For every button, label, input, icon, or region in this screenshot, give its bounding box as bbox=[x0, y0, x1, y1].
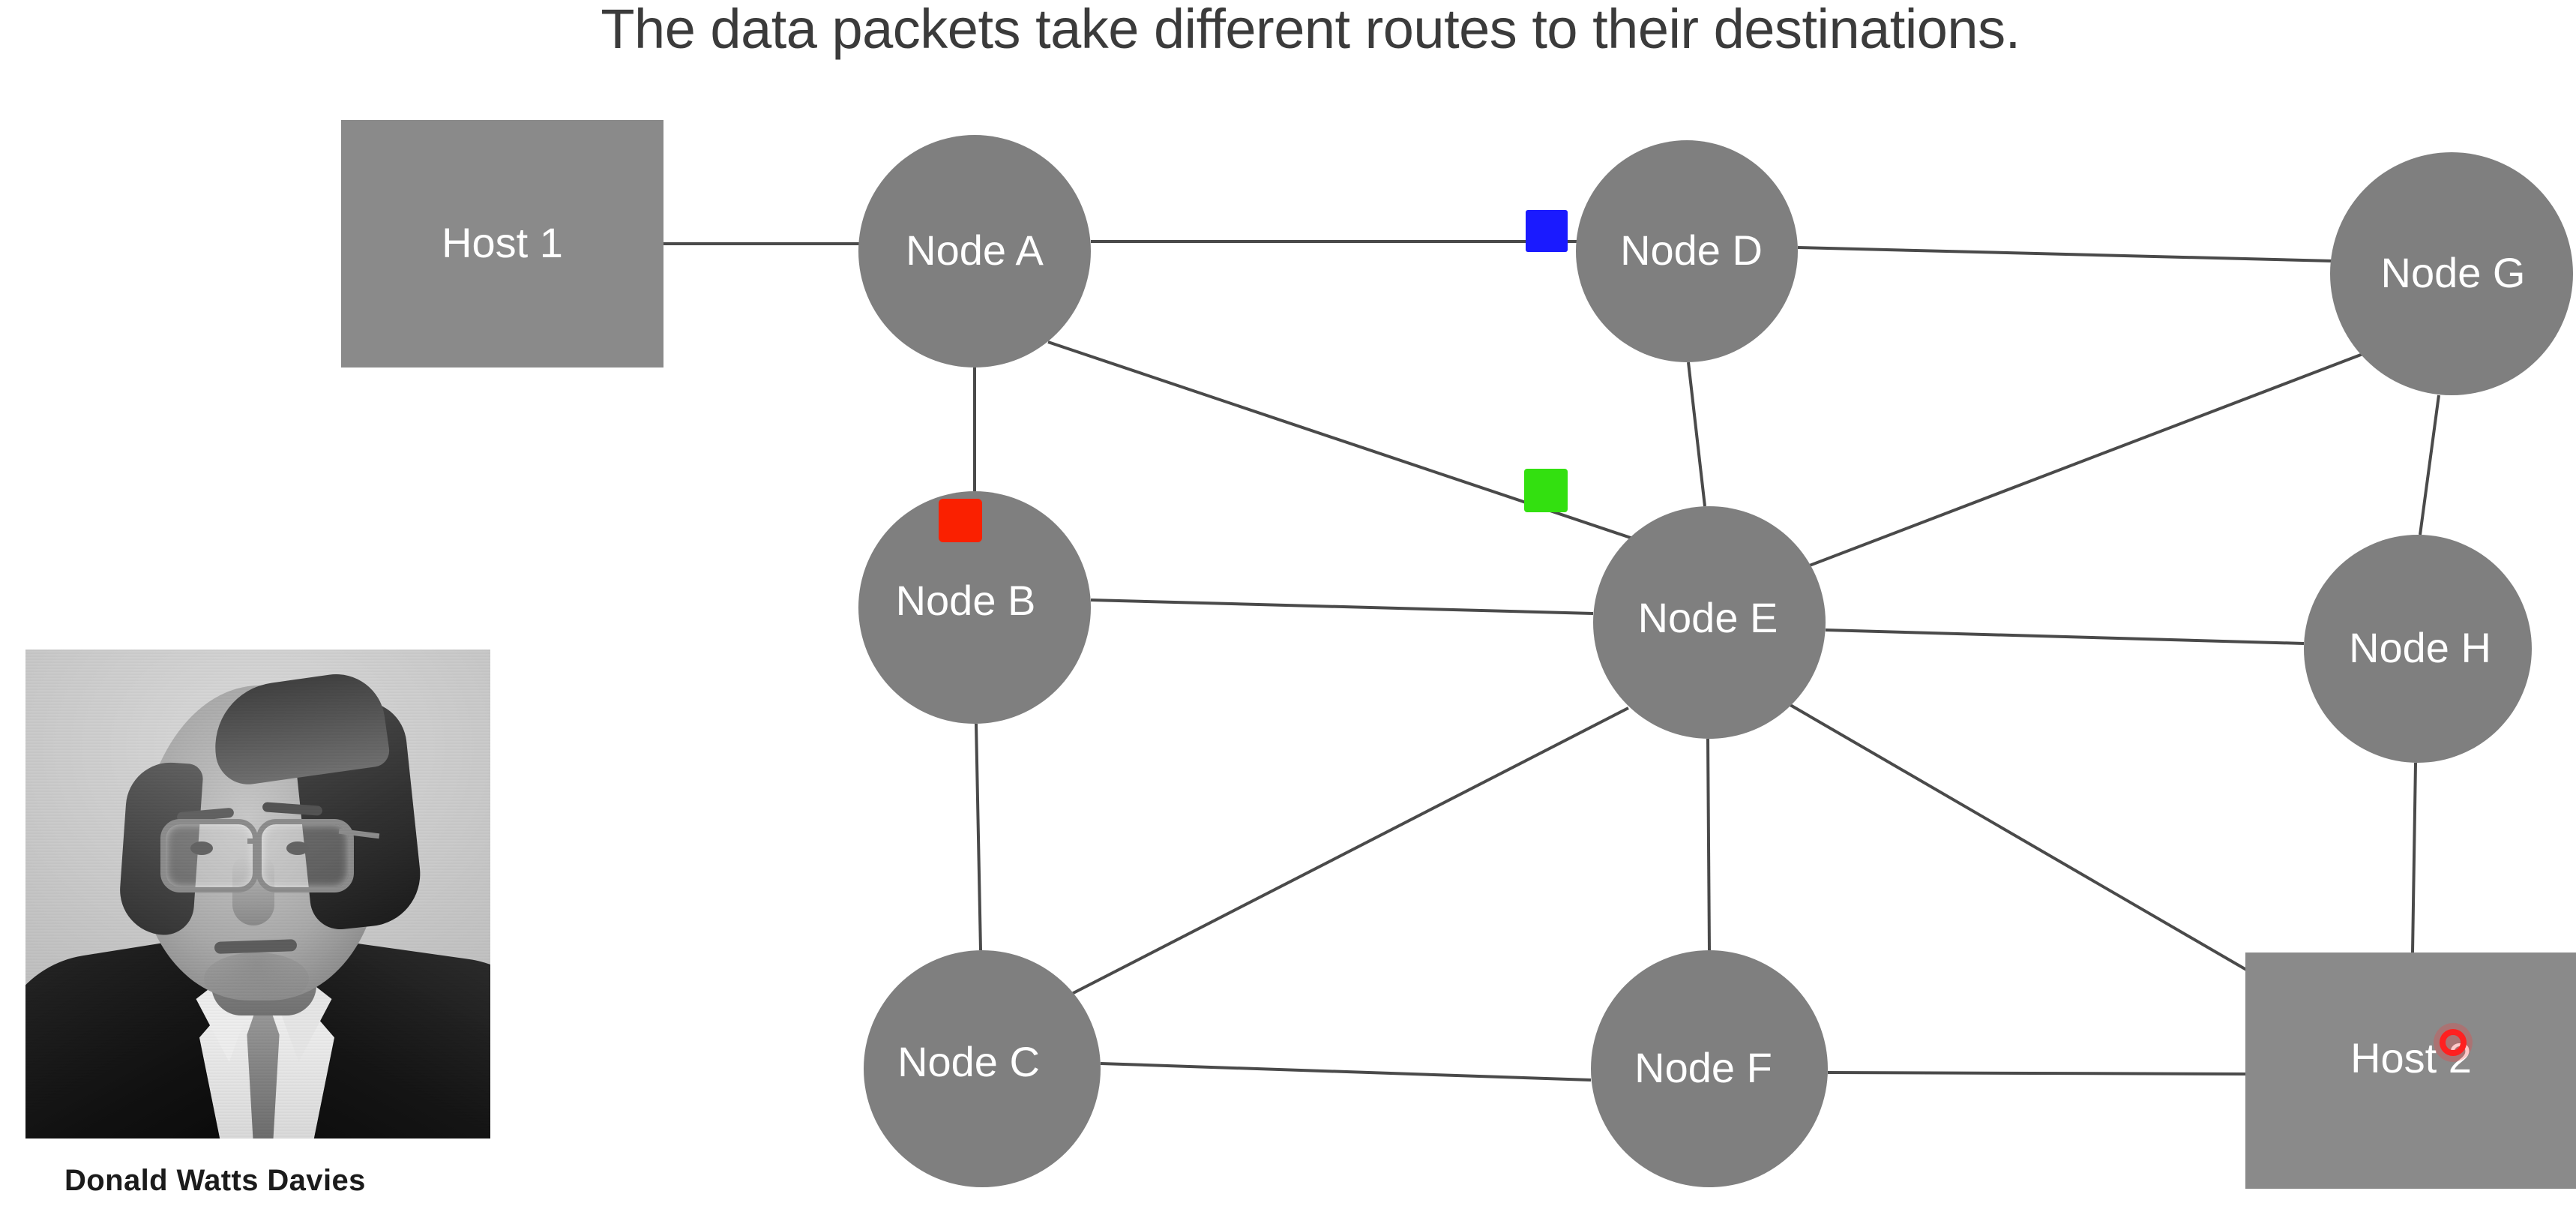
nodeF-label: Node F bbox=[1634, 1044, 1772, 1091]
host1-box[interactable] bbox=[341, 120, 663, 368]
packet-blue-square[interactable] bbox=[1526, 210, 1568, 252]
nodeA-label: Node A bbox=[906, 226, 1044, 274]
nodeH-label: Node H bbox=[2349, 624, 2491, 671]
diagram-nodes: Node A Node B Node C Node D Node E Node … bbox=[858, 135, 2573, 1187]
nodeG-label: Node G bbox=[2381, 249, 2526, 296]
network-node-h[interactable]: Node H bbox=[2304, 535, 2532, 763]
nodeB-circle[interactable] bbox=[858, 491, 1091, 724]
page-title: The data packets take different routes t… bbox=[601, 0, 2020, 60]
nodeD-circle[interactable] bbox=[1576, 140, 1798, 362]
nodeG-circle[interactable] bbox=[2330, 152, 2573, 395]
diagram-hosts: Host 1 Host 2 bbox=[341, 120, 2576, 1189]
edge-nodeE-nodeG bbox=[1797, 350, 2371, 572]
nodeC-label: Node C bbox=[897, 1038, 1040, 1085]
nodeE-label: Node E bbox=[1638, 594, 1778, 641]
packet-red-square[interactable] bbox=[939, 499, 982, 542]
nodeA-circle[interactable] bbox=[858, 135, 1091, 368]
edge-nodeA-nodeE bbox=[1047, 340, 1634, 540]
edge-nodeE-host2 bbox=[1789, 704, 2296, 999]
edge-nodeC-nodeF bbox=[1100, 1062, 1592, 1082]
host-node-host2[interactable]: Host 2 bbox=[2245, 952, 2576, 1189]
portrait-caption: Donald Watts Davies bbox=[64, 1164, 366, 1197]
diagram-packets bbox=[939, 210, 1568, 542]
portrait-photo bbox=[25, 650, 490, 1138]
network-node-d[interactable]: Node D bbox=[1576, 140, 1798, 362]
host2-label: Host 2 bbox=[2350, 1034, 2472, 1082]
nodeC-circle[interactable] bbox=[864, 950, 1101, 1187]
edge-nodeE-nodeH bbox=[1825, 628, 2305, 645]
edge-nodeG-nodeH bbox=[2419, 394, 2440, 536]
portrait-panel: Donald Watts Davies bbox=[25, 650, 490, 1198]
edge-nodeE-nodeF bbox=[1706, 738, 1711, 951]
nodeE-circle[interactable] bbox=[1593, 506, 1826, 739]
network-node-g[interactable]: Node G bbox=[2330, 152, 2573, 395]
network-node-e[interactable]: Node E bbox=[1593, 506, 1826, 739]
host2-box[interactable] bbox=[2245, 952, 2576, 1189]
diagram-edges bbox=[663, 240, 2440, 1082]
host1-label: Host 1 bbox=[442, 219, 563, 266]
eyeglass-lens-left bbox=[160, 819, 258, 892]
nodeD-label: Node D bbox=[1620, 226, 1763, 274]
cursor-halo-icon bbox=[2434, 1023, 2473, 1062]
chin bbox=[204, 952, 309, 1005]
edge-nodeD-nodeG bbox=[1797, 246, 2334, 262]
edge-nodeC-nodeE bbox=[1064, 706, 1629, 999]
network-node-c[interactable]: Node C bbox=[864, 950, 1101, 1187]
packet-green-square[interactable] bbox=[1524, 469, 1568, 512]
edge-nodeD-nodeE bbox=[1687, 362, 1706, 507]
edge-nodeF-host2 bbox=[1827, 1071, 2246, 1076]
edge-nodeH-host2 bbox=[2411, 762, 2417, 953]
host-node-host1[interactable]: Host 1 bbox=[341, 120, 663, 368]
cursor-highlight-marker bbox=[2434, 1023, 2473, 1062]
eyeglass-bridge bbox=[247, 838, 261, 844]
network-node-a[interactable]: Node A bbox=[858, 135, 1091, 368]
nodeF-circle[interactable] bbox=[1591, 950, 1828, 1187]
edge-nodeB-nodeE bbox=[1090, 598, 1594, 615]
nodeB-label: Node B bbox=[896, 577, 1036, 624]
network-node-f[interactable]: Node F bbox=[1591, 950, 1828, 1187]
cursor-ring-icon bbox=[2440, 1029, 2467, 1056]
edge-nodeB-nodeC bbox=[975, 723, 982, 951]
nodeH-circle[interactable] bbox=[2304, 535, 2532, 763]
network-node-b[interactable]: Node B bbox=[858, 491, 1091, 724]
